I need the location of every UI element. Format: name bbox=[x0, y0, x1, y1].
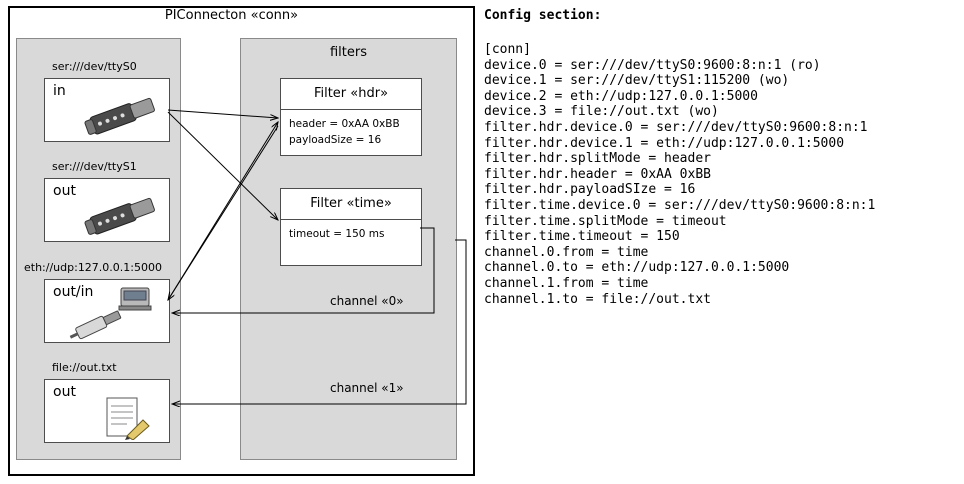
device-0-node: in bbox=[44, 78, 170, 142]
channel-1-label: channel «1» bbox=[330, 381, 404, 395]
outer-box-title: PIConnecton «conn» bbox=[164, 8, 299, 23]
text-file-icon bbox=[106, 397, 150, 440]
device-1-caption: ser:///dev/ttyS1 bbox=[52, 160, 137, 173]
device-3-label: out bbox=[53, 384, 76, 400]
device-2-label: out/in bbox=[53, 284, 94, 300]
filter-time-line-0: timeout = 150 ms bbox=[289, 228, 385, 240]
device-2-caption: eth://udp:127.0.0.1:5000 bbox=[24, 261, 162, 274]
filter-hdr-title: Filter «hdr» bbox=[313, 86, 389, 101]
device-1-node: out bbox=[44, 178, 170, 242]
filter-hdr-line-0: header = 0xAA 0xBB bbox=[289, 118, 400, 130]
serial-port-icon bbox=[84, 197, 155, 235]
device-3-caption: file://out.txt bbox=[52, 361, 117, 374]
device-1-label: out bbox=[53, 183, 76, 199]
network-plug-icon bbox=[118, 287, 152, 311]
filters-group-title: filters bbox=[329, 45, 367, 60]
filter-hdr-line-1: payloadSize = 16 bbox=[289, 134, 382, 146]
serial-port-icon bbox=[84, 97, 155, 135]
device-0-caption: ser:///dev/ttyS0 bbox=[52, 60, 137, 73]
channel-0-label: channel «0» bbox=[330, 294, 404, 308]
device-0-label: in bbox=[53, 83, 66, 99]
device-3-node: out bbox=[44, 379, 170, 443]
device-2-node: out/in bbox=[44, 279, 170, 343]
config-panel: Config section: [conn] device.0 = ser://… bbox=[478, 0, 964, 484]
filter-hdr-box: Filter «hdr» header = 0xAA 0xBB payloadS… bbox=[280, 78, 422, 156]
config-text: [conn] device.0 = ser:///dev/ttyS0:9600:… bbox=[484, 42, 876, 307]
diagram-panel: PIConnecton «conn» filters ser:///dev/tt… bbox=[0, 0, 478, 484]
filter-time-title: Filter «time» bbox=[310, 196, 392, 211]
network-plug-icon bbox=[69, 310, 122, 340]
config-title: Config section: bbox=[484, 8, 602, 23]
filter-time-box: Filter «time» timeout = 150 ms bbox=[280, 188, 422, 266]
